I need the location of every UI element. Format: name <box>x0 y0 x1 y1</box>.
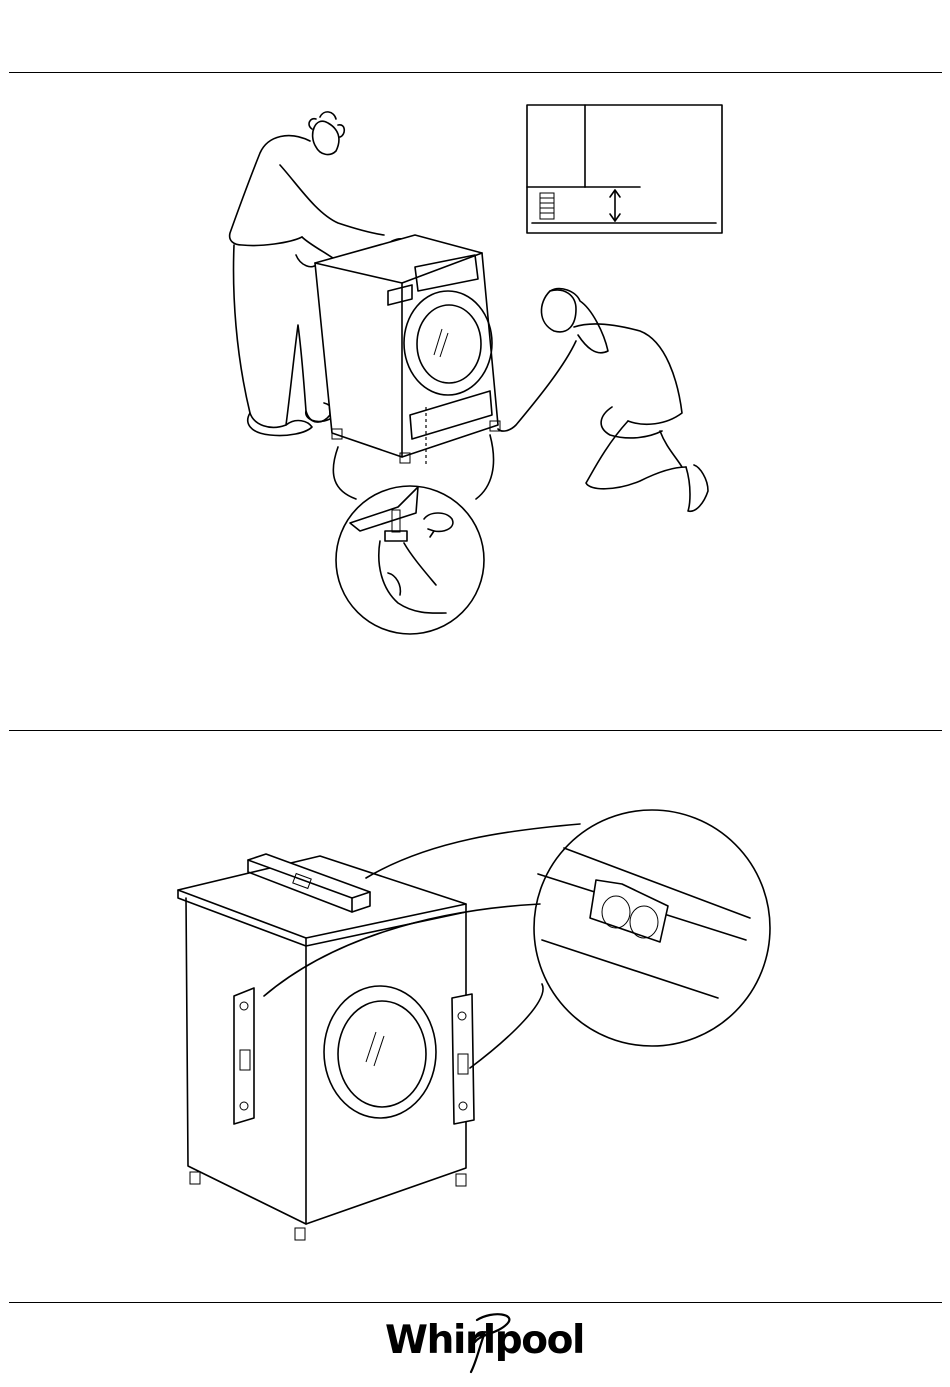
bottom-rule <box>9 1302 942 1303</box>
foot-height-inset <box>527 105 722 233</box>
spirit-level-right-side <box>452 994 474 1124</box>
appliance-cabinet <box>178 856 466 1240</box>
leveling-feet-drawing <box>220 95 730 640</box>
figure-leveling-feet <box>220 95 730 640</box>
middle-rule <box>9 730 942 731</box>
kneeling-person <box>498 289 708 512</box>
foot-adjust-zoom <box>333 435 493 634</box>
whirlpool-logo: Whirlpool <box>385 1312 565 1376</box>
logo-text: Whirlpool <box>385 1318 584 1364</box>
top-rule <box>9 72 942 73</box>
dryer-appliance <box>315 235 500 465</box>
spirit-level-left-side <box>234 988 254 1124</box>
figure-spirit-level <box>170 800 775 1250</box>
spirit-level-drawing <box>170 800 775 1250</box>
